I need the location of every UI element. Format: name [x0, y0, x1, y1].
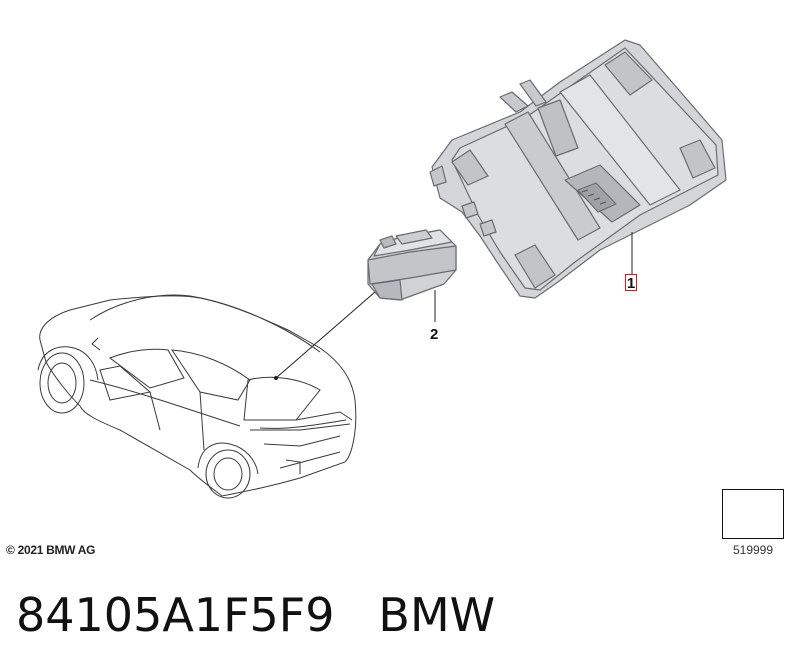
- car-outline-drawing: [37, 294, 357, 499]
- copyright-notice: © 2021 BMW AG: [6, 543, 96, 557]
- callout-label-1[interactable]: 1: [625, 274, 637, 292]
- parts-diagram: [37, 39, 778, 535]
- brand-name: BMW: [378, 588, 496, 642]
- caption-spacer: [335, 588, 379, 642]
- small-module-part: [275, 229, 457, 379]
- part-number-caption: 84105A1F5F9 BMW: [16, 588, 495, 642]
- part-number: 84105A1F5F9: [16, 588, 335, 642]
- reference-icon-box: [722, 489, 784, 539]
- reference-number: 519999: [732, 543, 774, 557]
- callout-label-2[interactable]: 2: [430, 326, 439, 343]
- control-unit-part: [429, 39, 727, 299]
